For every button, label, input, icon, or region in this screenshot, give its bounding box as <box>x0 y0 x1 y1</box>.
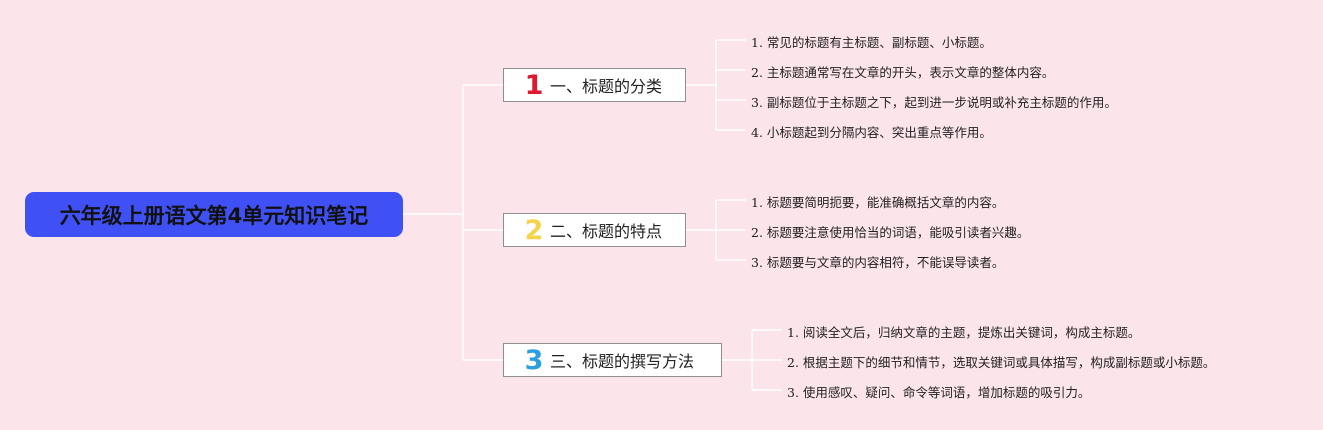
branch-2-leaf-connector <box>686 199 746 261</box>
branch-3-item-1: 1. 阅读全文后，归纳文章的主题，提炼出关键词，构成主标题。 <box>787 325 1141 340</box>
branch-2-topic[interactable]: 2 二、标题的特点 <box>503 213 686 247</box>
branch-3-item-2: 2. 根据主题下的细节和情节，选取关键词或具体描写，构成副标题或小标题。 <box>787 355 1216 370</box>
branch-3-topic[interactable]: 3 三、标题的撰写方法 <box>503 343 722 377</box>
branch-1-topic[interactable]: 1 一、标题的分类 <box>503 68 686 102</box>
branch-3-label: 三、标题的撰写方法 <box>550 352 695 371</box>
branch-1-item-4: 4. 小标题起到分隔内容、突出重点等作用。 <box>751 125 992 140</box>
root-topic[interactable]: 六年级上册语文第4单元知识笔记 <box>25 192 403 237</box>
branch-1-leaf-connector <box>686 39 746 131</box>
branch-1-item-2: 2. 主标题通常写在文章的开头，表示文章的整体内容。 <box>751 65 1055 80</box>
branch-2-item-1: 1. 标题要简明扼要，能准确概括文章的内容。 <box>751 195 1005 210</box>
branch-3-leaf-connector <box>722 329 782 391</box>
branch-2-number-icon: 2 <box>524 214 544 246</box>
root-title: 六年级上册语文第4单元知识笔记 <box>59 203 369 228</box>
branch-1-item-3: 3. 副标题位于主标题之下，起到进一步说明或补充主标题的作用。 <box>751 95 1117 110</box>
branch-1-item-1: 1. 常见的标题有主标题、副标题、小标题。 <box>751 35 992 50</box>
branch-2-label: 二、标题的特点 <box>550 222 663 241</box>
branch-2-item-3: 3. 标题要与文章的内容相符，不能误导读者。 <box>751 255 1005 270</box>
branch-3-item-3: 3. 使用感叹、疑问、命令等词语，增加标题的吸引力。 <box>787 385 1091 400</box>
branch-1-number-icon: 1 <box>524 69 544 101</box>
branch-3-number-icon: 3 <box>524 344 544 376</box>
branch-2-item-2: 2. 标题要注意使用恰当的词语，能吸引读者兴趣。 <box>751 225 1030 240</box>
branch-1-label: 一、标题的分类 <box>550 77 663 96</box>
